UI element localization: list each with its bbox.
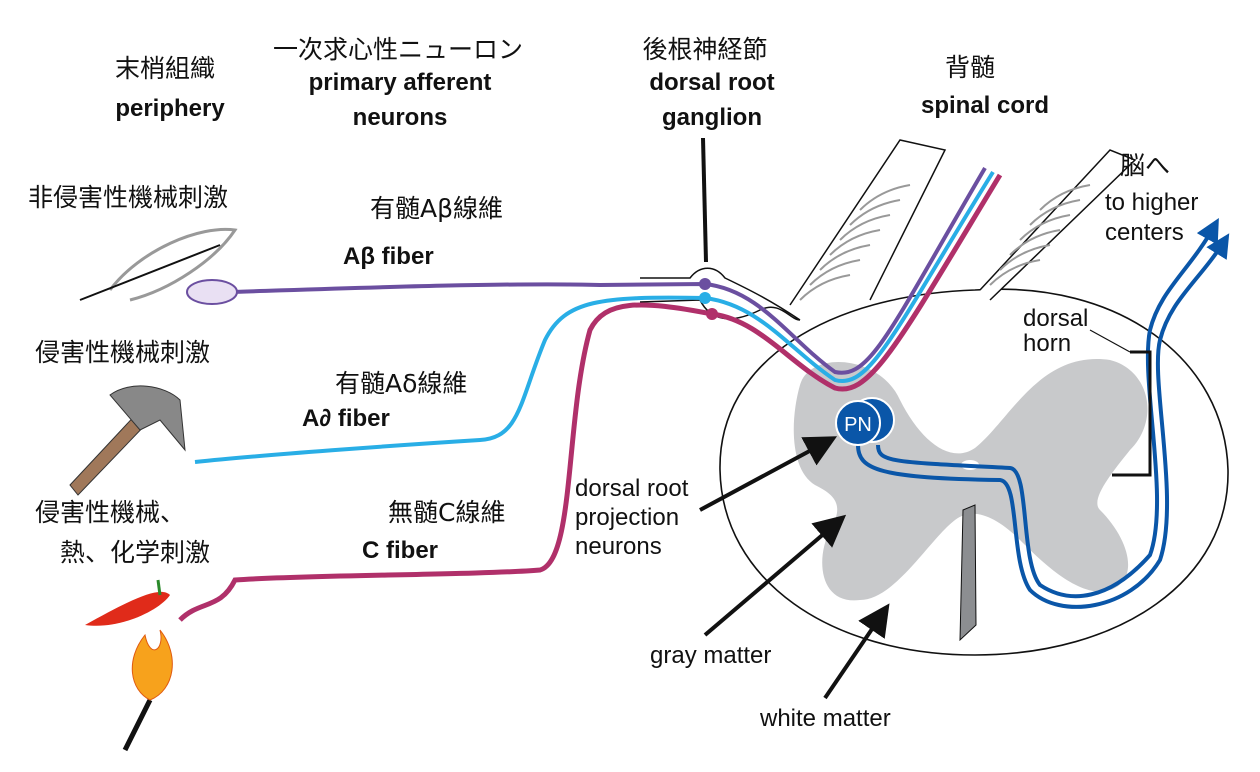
dorsal-root-ganglion	[639, 267, 801, 321]
primary-en-1: primary afferent	[309, 69, 492, 96]
adelta-en: A∂ fiber	[302, 405, 390, 432]
dorsal-horn-label-1: dorsal	[1023, 305, 1088, 332]
rootlet-hatching	[799, 184, 1091, 301]
stimulus-innocuous: 非侵害性機械刺激	[28, 183, 228, 212]
stimulus-noxious-2: 熱、化学刺激	[60, 538, 210, 567]
adelta-jp: 有髄Aδ線維	[335, 369, 467, 398]
c-fiber	[178, 173, 1003, 622]
primary-en-2: neurons	[353, 104, 448, 131]
abeta-en: Aβ fiber	[343, 243, 434, 270]
c-soma	[706, 308, 718, 320]
dorsal-horn-label-2: horn	[1023, 330, 1071, 357]
hammer-icon	[69, 385, 186, 496]
projection-label-3: neurons	[575, 533, 662, 560]
adelta-fiber	[194, 170, 995, 464]
higher-centers-1: to higher	[1105, 189, 1198, 216]
drg-en-1: dorsal root	[649, 69, 774, 96]
periphery-en: periphery	[115, 95, 225, 122]
gray-matter-label: gray matter	[650, 642, 771, 669]
adelta-soma	[699, 292, 711, 304]
brain-jp: 脳へ	[1120, 151, 1170, 180]
c-en: C fiber	[362, 537, 438, 564]
torch-icon	[122, 629, 173, 752]
c-jp: 無髄C線維	[388, 498, 505, 527]
stimulus-noxious-mech: 侵害性機械刺激	[35, 338, 210, 367]
white-matter-label: white matter	[759, 705, 891, 732]
projection-label-2: projection	[575, 504, 679, 531]
ventral-fissure	[959, 504, 977, 642]
dorsal-rootlet-right	[979, 149, 1137, 301]
periphery-jp: 末梢組織	[115, 54, 215, 83]
feather-icon	[79, 227, 238, 302]
white-matter-arrow	[823, 603, 890, 700]
drg-jp: 後根神経節	[642, 35, 767, 64]
projection-arrow	[699, 436, 838, 512]
pn-label: PN	[844, 414, 872, 436]
dorsal-horn-bracket	[1112, 350, 1152, 477]
abeta-jp: 有髄Aβ線維	[370, 194, 503, 223]
higher-centers-2: centers	[1105, 219, 1184, 246]
pacinian-corpuscle-icon	[186, 279, 238, 305]
chili-pepper-icon	[85, 579, 170, 626]
abeta-soma	[699, 278, 711, 290]
cord-en: spinal cord	[921, 92, 1049, 119]
projection-label-1: dorsal root	[575, 475, 689, 502]
abeta-fiber	[229, 166, 987, 375]
drg-en-2: ganglion	[662, 104, 762, 131]
primary-jp: 一次求心性ニューロン	[273, 35, 523, 64]
gray-matter-arrow	[703, 514, 847, 637]
projection-neuron: PN	[835, 218, 1230, 609]
drg-pointer-line	[701, 137, 708, 263]
stimulus-noxious-1: 侵害性機械、	[35, 498, 185, 527]
cord-jp: 背髄	[945, 53, 995, 82]
